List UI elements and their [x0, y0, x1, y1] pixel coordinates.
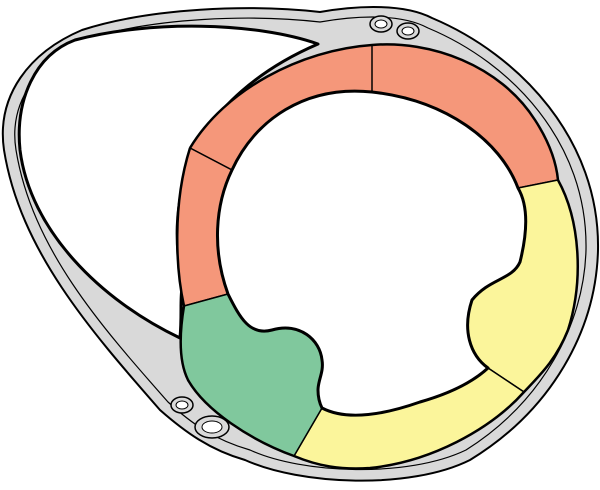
vessel-circle-inner: [374, 19, 388, 29]
anterior-interventricular-vessel-pair: [369, 15, 420, 40]
vessel-circle-inner: [401, 26, 415, 36]
posterior-interventricular-vessel-pair: [170, 396, 230, 439]
epicardial-outline: [175, 43, 579, 470]
vessel-circle-inner: [175, 400, 189, 410]
vessel-circle-inner: [201, 420, 223, 434]
left-ventricle-cavity: [216, 89, 528, 417]
pericardium-inner-edge: [14, 16, 587, 471]
